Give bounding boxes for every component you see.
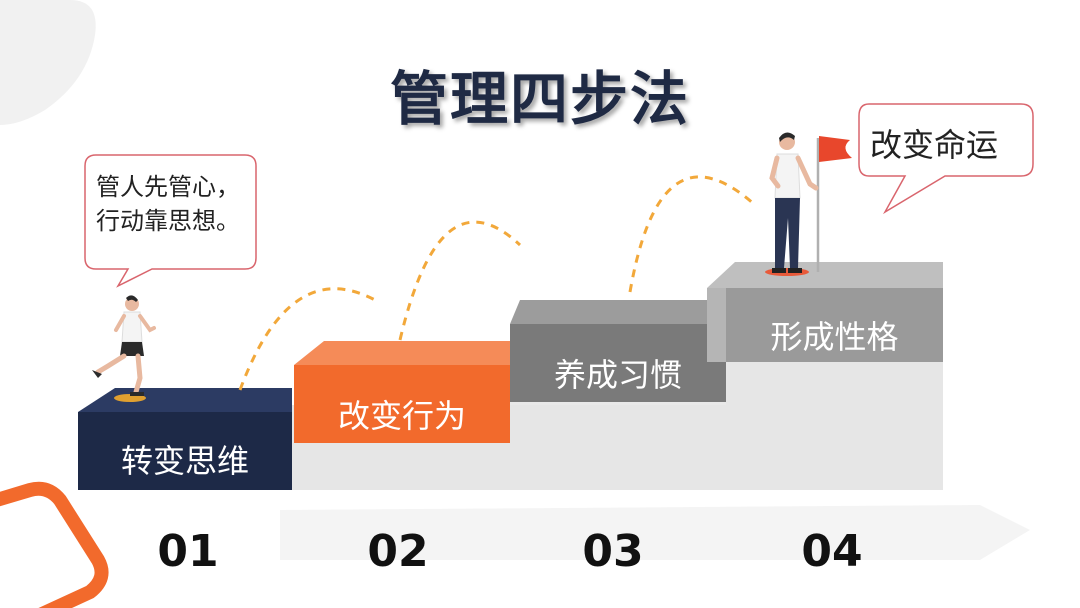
step-4-label: 形成性格 — [770, 318, 899, 356]
step-2-front — [294, 365, 510, 443]
left-bubble-text: 管人先管心， 行动靠思想。 — [96, 170, 266, 238]
right-bubble-text: 改变命运 — [870, 126, 999, 164]
speech-bubble-left — [84, 154, 257, 288]
step-3-number: 03 — [582, 526, 644, 577]
step-2-label: 改变行为 — [337, 397, 466, 435]
step-2-number: 02 — [367, 526, 429, 577]
step-1-front — [78, 412, 292, 490]
step-1-label: 转变思维 — [120, 442, 249, 480]
standing-man-figure — [765, 132, 852, 276]
step-1-number: 01 — [157, 526, 219, 577]
jump-arc-1 — [238, 287, 376, 391]
speech-bubble-right — [858, 103, 1034, 215]
step-3-front — [510, 324, 726, 402]
left-bubble-line-2: 行动靠思想。 — [96, 207, 240, 235]
runner-figure — [92, 295, 156, 402]
step-4-front — [726, 288, 943, 362]
step-2-top — [294, 341, 510, 365]
left-bubble-line-1: 管人先管心， — [96, 173, 240, 201]
step-4-number: 04 — [801, 526, 863, 577]
flag-icon — [819, 136, 852, 162]
jump-arc-2 — [398, 220, 522, 341]
step-4-top — [707, 262, 943, 288]
step-3-label: 养成习惯 — [553, 356, 682, 394]
page-title: 管理四步法 — [389, 65, 690, 133]
step-3-top — [510, 300, 726, 324]
